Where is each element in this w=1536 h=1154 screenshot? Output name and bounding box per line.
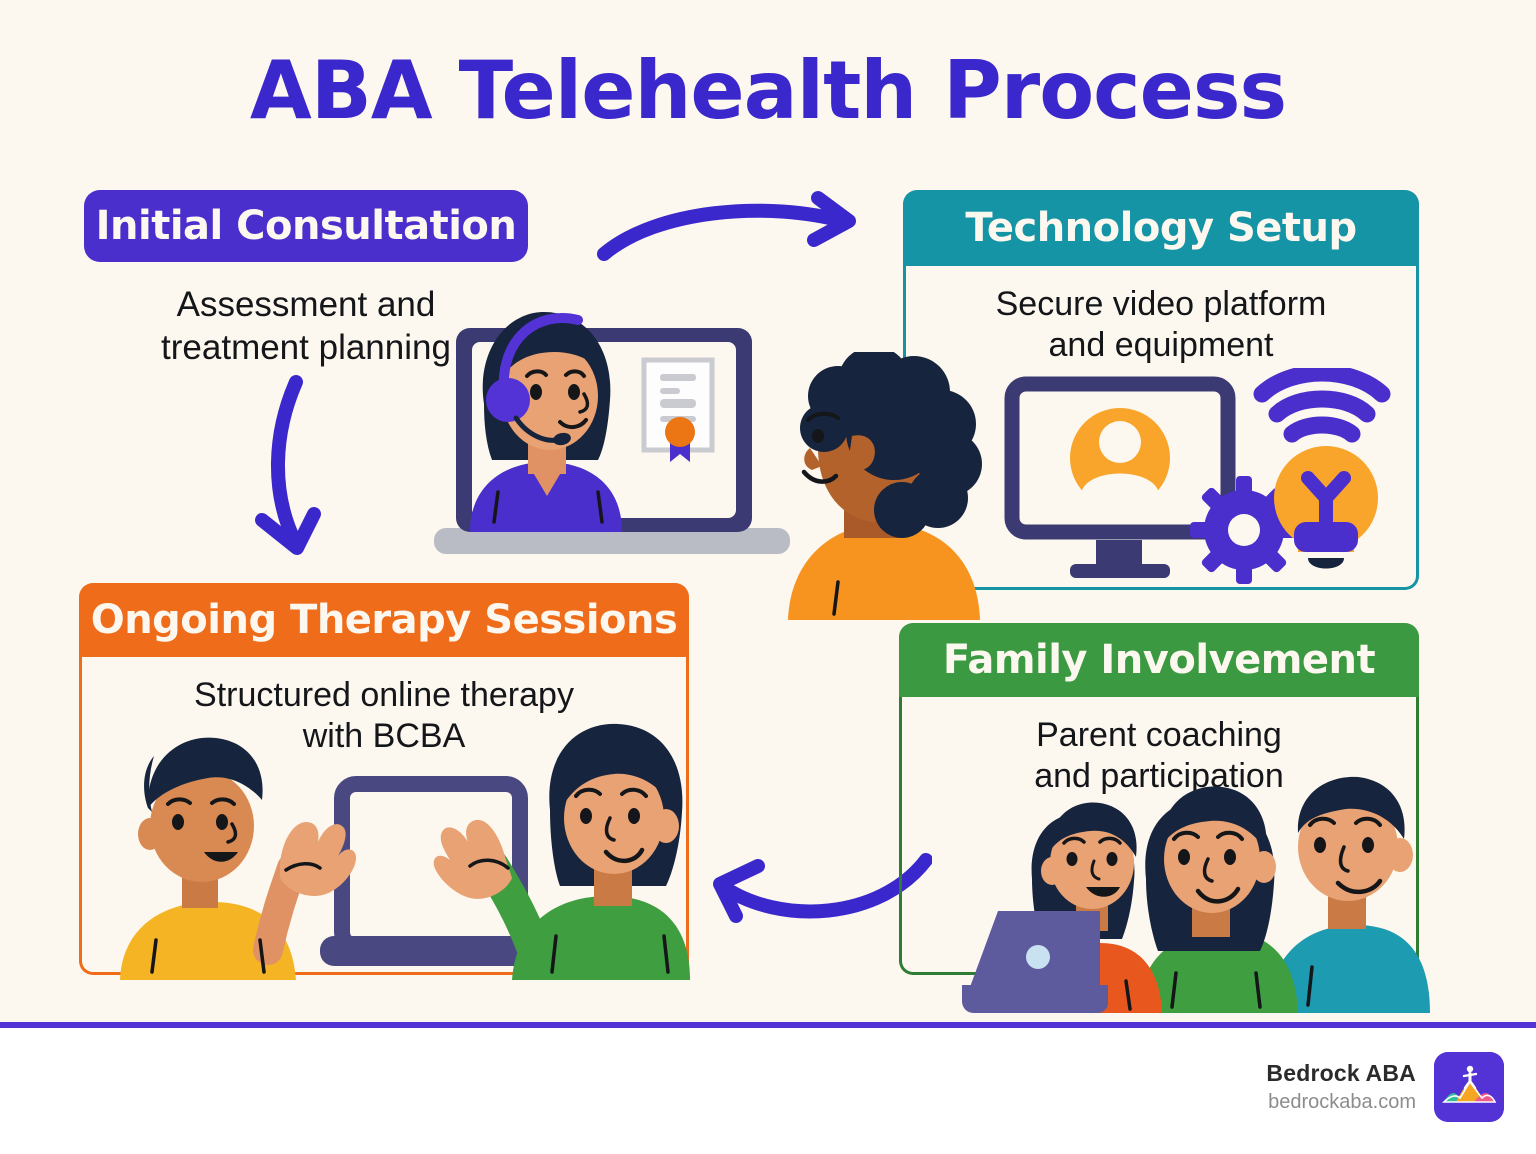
desc-line-1: Secure video platform <box>995 285 1327 323</box>
card-technology-setup-body: Secure video platform and equipment <box>903 266 1419 590</box>
card-ongoing-therapy-sessions[interactable]: Ongoing Therapy Sessions Structured onli… <box>79 583 689 975</box>
desc-line-2: and equipment <box>1048 326 1274 365</box>
card-technology-setup[interactable]: Technology Setup Secure video platform a… <box>903 190 1419 590</box>
brand-text: Bedrock ABA bedrockaba.com <box>1266 1059 1416 1116</box>
page-title: ABA Telehealth Process <box>249 44 1287 137</box>
arrow-initial-to-ongoing-icon <box>255 375 321 555</box>
card-initial-consultation-description: Assessment and treatment planning <box>84 262 528 369</box>
desc-line-2: treatment planning <box>161 327 451 367</box>
footer: Bedrock ABA bedrockaba.com <box>0 1028 1536 1154</box>
arrow-initial-to-tech-icon <box>597 191 856 261</box>
card-initial-consultation-header: Initial Consultation <box>84 190 528 262</box>
card-technology-setup-description: Secure video platform and equipment <box>906 266 1416 367</box>
desc-line-1: Parent coaching <box>1036 716 1282 754</box>
card-ongoing-therapy-sessions-title: Ongoing Therapy Sessions <box>90 597 678 643</box>
card-initial-consultation[interactable]: Initial Consultation Assessment and trea… <box>84 190 528 369</box>
card-ongoing-therapy-sessions-body: Structured online therapy with BCBA <box>79 657 689 975</box>
card-ongoing-therapy-sessions-description: Structured online therapy with BCBA <box>82 657 686 758</box>
brand-url: bedrockaba.com <box>1268 1091 1416 1114</box>
arrow-family-to-ongoing-icon <box>713 853 932 923</box>
footer-divider <box>0 1022 1536 1028</box>
card-family-involvement-title: Family Involvement <box>942 637 1376 683</box>
card-initial-consultation-body: Assessment and treatment planning <box>84 262 528 369</box>
card-technology-setup-header: Technology Setup <box>903 190 1419 266</box>
brand-name: Bedrock ABA <box>1266 1059 1416 1086</box>
brand-block[interactable]: Bedrock ABA bedrockaba.com <box>1266 1052 1504 1122</box>
card-family-involvement-body: Parent coaching and participation <box>899 697 1419 975</box>
desc-line-2: and participation <box>1034 757 1284 796</box>
card-technology-setup-title: Technology Setup <box>965 205 1357 251</box>
desc-line-1: Assessment and <box>176 285 436 324</box>
card-family-involvement-description: Parent coaching and participation <box>902 697 1416 798</box>
desc-line-1: Structured online therapy <box>194 676 574 714</box>
card-family-involvement-header: Family Involvement <box>899 623 1419 697</box>
bedrock-aba-logo-icon <box>1434 1052 1504 1122</box>
card-ongoing-therapy-sessions-header: Ongoing Therapy Sessions <box>79 583 689 657</box>
card-initial-consultation-title: Initial Consultation <box>95 203 517 249</box>
desc-line-2: with BCBA <box>302 717 466 756</box>
card-family-involvement[interactable]: Family Involvement Parent coaching and p… <box>899 623 1419 975</box>
infographic-canvas: ABA Telehealth Process Initial Consultat… <box>0 0 1536 1022</box>
